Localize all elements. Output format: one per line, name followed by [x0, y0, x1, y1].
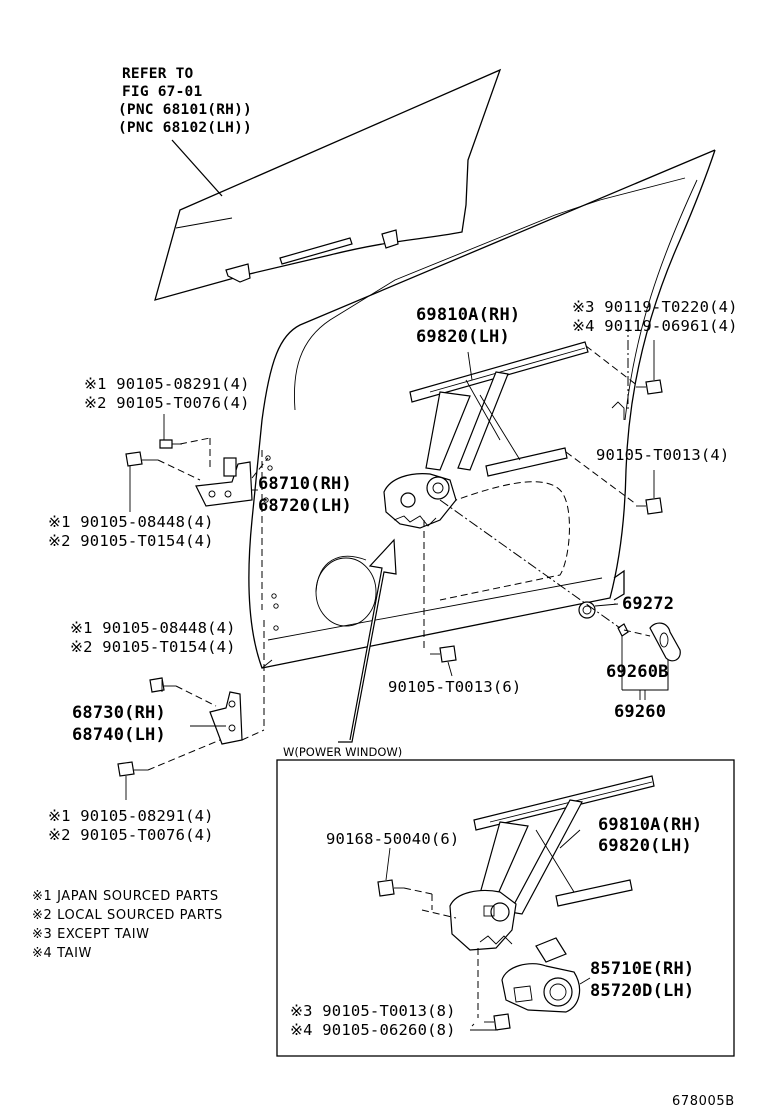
regulator-top-lh: 69820(LH): [416, 327, 510, 347]
power-window-motor-lh: 85720D(LH): [590, 981, 695, 1001]
legend-note-4: ※4 TAIW: [32, 946, 93, 961]
hinge-upper-bolt-bottom-m1: ※1 90105-08448(4): [48, 513, 214, 531]
bolt-mid-right: 90105-T0013(4): [596, 446, 730, 464]
power-window-motor-rh: 85710E(RH): [590, 959, 695, 979]
power-window-box: [276, 759, 735, 1057]
hinge-upper-rh: 68710(RH): [258, 474, 352, 494]
power-window-title: W(POWER WINDOW): [283, 745, 403, 759]
bolt-bottom-center: 90105-T0013(6): [388, 678, 522, 696]
figure-code: 678005B: [672, 1094, 735, 1109]
part-69260b: 69260B: [606, 662, 669, 682]
hinge-upper-bolt-top-m1: ※1 90105-08291(4): [84, 375, 250, 393]
part-69260: 69260: [614, 702, 667, 722]
hinge-lower-bolt-top-m1: ※1 90105-08448(4): [70, 619, 236, 637]
hinge-lower-bolt-bottom-m2: ※2 90105-T0076(4): [48, 826, 214, 844]
glass-note-line1: REFER TO: [122, 66, 194, 82]
leader-lines: [125, 351, 669, 1031]
hinge-upper-lh: 68720(LH): [258, 496, 352, 516]
door-panel: [248, 149, 716, 669]
legend-note-2: ※2 LOCAL SOURCED PARTS: [32, 908, 223, 923]
view-arrow: [338, 538, 397, 743]
part-69272: 69272: [622, 594, 675, 614]
hinge-lower-bolt-top-m2: ※2 90105-T0154(4): [70, 638, 236, 656]
power-window-bolt-m3: ※3 90105-T0013(8): [290, 1002, 456, 1020]
hinge-lower-rh: 68730(RH): [72, 703, 166, 723]
legend-note-1: ※1 JAPAN SOURCED PARTS: [32, 889, 219, 904]
legend-note-3: ※3 EXCEPT TAIW: [32, 927, 150, 942]
hinge-lower: [117, 450, 265, 777]
power-window-bolt-m4: ※4 90105-06260(8): [290, 1021, 456, 1039]
handle-parts: [439, 499, 681, 700]
hinge-upper: [125, 437, 269, 507]
power-window-regulator-lh: 69820(LH): [598, 836, 692, 856]
bolts-right: [565, 322, 663, 515]
door-glass: [154, 68, 502, 301]
glass-note-line3: (PNC 68101(RH)): [118, 102, 252, 118]
bolt-bottom-center: [423, 520, 457, 677]
bolt-top-right-m4: ※4 90119-06961(4): [572, 317, 738, 335]
power-window-regulator-rh: 69810A(RH): [598, 815, 703, 835]
glass-note-line4: (PNC 68102(LH)): [118, 120, 252, 136]
hinge-lower-lh: 68740(LH): [72, 725, 166, 745]
hinge-upper-bolt-top-m2: ※2 90105-T0076(4): [84, 394, 250, 412]
glass-note-line2: FIG 67-01: [122, 84, 203, 100]
hinge-upper-bolt-bottom-m2: ※2 90105-T0154(4): [48, 532, 214, 550]
power-window-bolt: 90168-50040(6): [326, 830, 460, 848]
regulator-manual: [383, 341, 589, 529]
hinge-lower-bolt-bottom-m1: ※1 90105-08291(4): [48, 807, 214, 825]
bolt-top-right-m3: ※3 90119-T0220(4): [572, 298, 738, 316]
regulator-top-rh: 69810A(RH): [416, 305, 521, 325]
